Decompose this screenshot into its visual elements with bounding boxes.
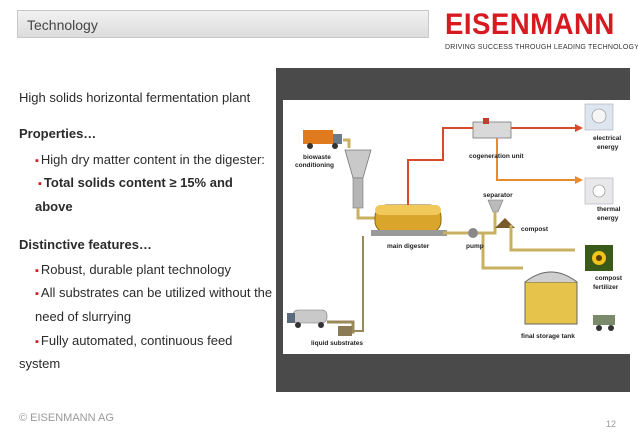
label-final-storage: final storage tank bbox=[521, 333, 575, 340]
process-diagram: biowaste conditioning cogeneration unit … bbox=[283, 100, 630, 354]
bullet-icon: ▪ bbox=[35, 155, 39, 167]
property-subitem-cont: above bbox=[35, 199, 73, 214]
liquid-pit-icon bbox=[338, 326, 352, 336]
cogeneration-icon bbox=[472, 118, 512, 139]
logo-brand: EISENMANN bbox=[445, 8, 615, 41]
features-heading: Distinctive features… bbox=[19, 237, 152, 252]
properties-heading: Properties… bbox=[19, 126, 97, 141]
label-conditioning: conditioning bbox=[295, 162, 334, 169]
process-diagram-svg: biowaste conditioning cogeneration unit … bbox=[287, 103, 623, 347]
truck-icon bbox=[303, 130, 342, 149]
bullet-icon: ▪ bbox=[35, 265, 39, 277]
feature-item: ▪All substrates can be utilized without … bbox=[35, 285, 273, 300]
label-main-digester: main digester bbox=[387, 243, 430, 250]
separator-icon bbox=[487, 199, 504, 213]
label-thermal-energy: energy bbox=[597, 215, 619, 222]
digester-icon bbox=[371, 204, 447, 236]
label-compost: compost bbox=[521, 226, 549, 233]
bullet-icon: ▪ bbox=[35, 336, 39, 348]
label-liquid-substrates: liquid substrates bbox=[311, 340, 363, 347]
label-compost-fertilizer: compost bbox=[595, 275, 623, 282]
tanker-truck-icon bbox=[287, 309, 328, 328]
label-thermal: thermal bbox=[597, 206, 621, 213]
feature-item-cont: need of slurrying bbox=[35, 309, 132, 324]
feature-item-cont: system bbox=[19, 356, 61, 371]
feature-item: ▪Fully automated, continuous feed bbox=[35, 333, 233, 348]
property-subitem: ▪Total solids content ≥ 15% and bbox=[38, 175, 233, 190]
slide-subtitle: High solids horizontal fermentation plan… bbox=[19, 90, 251, 105]
label-biowaste: biowaste bbox=[303, 154, 331, 161]
feature-item: ▪Robust, durable plant technology bbox=[35, 262, 231, 277]
label-electrical-energy: energy bbox=[597, 144, 619, 151]
property-item: ▪High dry matter content in the digester… bbox=[35, 152, 265, 167]
label-cogeneration: cogeneration unit bbox=[469, 153, 524, 160]
hopper-icon bbox=[344, 149, 372, 209]
label-electrical: electrical bbox=[593, 135, 621, 142]
label-fertilizer: fertilizer bbox=[593, 284, 619, 291]
section-title: Technology bbox=[27, 17, 98, 33]
logo-tagline: DRIVING SUCCESS THROUGH LEADING TECHNOLO… bbox=[445, 44, 638, 51]
label-separator: separator bbox=[483, 192, 513, 199]
label-pump: pump bbox=[466, 243, 484, 250]
storage-tank-icon bbox=[524, 271, 578, 325]
bullet-icon: ▪ bbox=[35, 288, 39, 300]
footer-copyright: © EISENMANN AG bbox=[19, 412, 114, 424]
company-logo: EISENMANN DRIVING SUCCESS THROUGH LEADIN… bbox=[445, 8, 638, 52]
bullet-icon: ▪ bbox=[38, 178, 42, 190]
page-number: 12 bbox=[606, 419, 617, 429]
pump-icon bbox=[468, 228, 478, 238]
section-tab: Technology bbox=[17, 10, 429, 38]
tractor-icon bbox=[593, 315, 615, 331]
